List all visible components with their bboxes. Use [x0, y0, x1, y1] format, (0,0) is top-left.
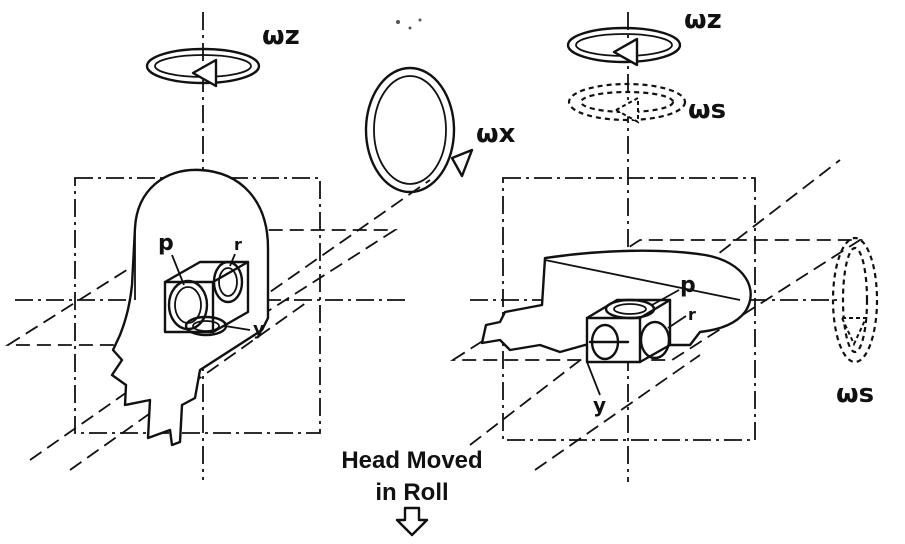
omega-s-arrowhead-top — [613, 96, 639, 124]
center-roll-group: ωx — [364, 18, 516, 194]
label-omega-z-left: ωz — [262, 21, 300, 51]
omega-x-arrow-inner — [373, 75, 447, 185]
label-p-left: p — [158, 231, 174, 256]
right-canal-p-inner — [613, 303, 647, 315]
label-y-right: y — [593, 393, 606, 417]
label-omega-x: ωx — [476, 119, 516, 149]
caption-group: Head Moved in Roll — [341, 447, 483, 537]
omega-x-arrow — [364, 66, 456, 194]
right-cube — [585, 298, 672, 364]
down-arrow-icon — [395, 506, 429, 537]
leader-p-right — [651, 289, 680, 306]
right-canal-p — [604, 298, 656, 320]
left-canal-r-inner — [218, 267, 238, 297]
label-r-left: r — [234, 235, 242, 254]
right-cube-leg — [586, 361, 601, 396]
left-canal-r — [212, 260, 244, 304]
left-head-group: p r y ωz — [4, 12, 431, 480]
omega-s-dotted-arrow-top — [567, 82, 687, 122]
omega-s-dotted-arrow-right-inner — [841, 246, 869, 354]
right-omega-z-arrow — [566, 26, 682, 64]
right-canal-r — [639, 320, 671, 360]
caption-line-1: Head Moved — [341, 447, 482, 474]
speckle — [396, 20, 400, 24]
label-omega-s-right: ωs — [836, 379, 874, 409]
speckle — [408, 26, 412, 30]
leader-p-left — [171, 254, 185, 286]
label-r-right: r — [688, 305, 696, 324]
leader-r-right — [667, 315, 687, 329]
leader-y-left — [224, 325, 251, 331]
right-head-group: p r y ωz ωs ωs — [449, 5, 879, 482]
omega-x-arrowhead — [450, 148, 474, 178]
label-omega-s-top: ωs — [688, 95, 726, 125]
left-frontal-plane — [74, 177, 321, 434]
caption-line-2: in Roll — [375, 479, 448, 506]
label-p-right: p — [680, 273, 696, 298]
left-omega-z-arrowhead — [191, 58, 218, 88]
leader-r-left — [229, 253, 236, 267]
omega-s-arrowhead-right — [840, 317, 868, 347]
right-omega-z-arrowhead — [612, 37, 639, 67]
right-head-inner-edge — [544, 259, 741, 301]
right-sagittal-line-2 — [534, 354, 701, 471]
speckle — [418, 18, 422, 22]
label-omega-z-right: ωz — [684, 5, 722, 35]
right-frontal-plane — [502, 177, 756, 441]
left-canal-y-inner — [192, 320, 220, 332]
omega-s-dotted-arrow-right — [831, 236, 879, 364]
label-y-left: y — [253, 319, 265, 340]
left-omega-z-arrow — [145, 47, 261, 85]
